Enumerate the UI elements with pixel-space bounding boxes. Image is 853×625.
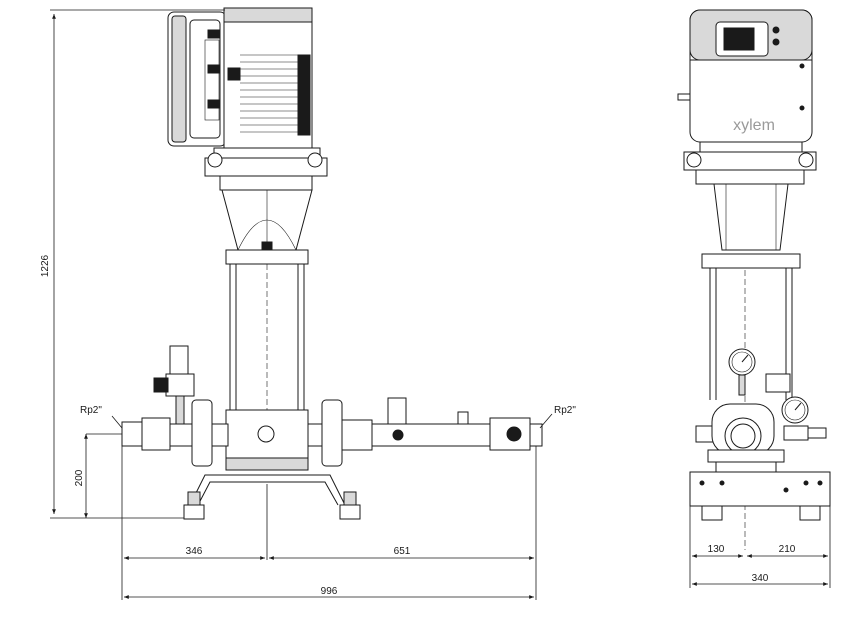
dim-left-length: 346 — [186, 546, 203, 557]
front-view: xylem — [677, 9, 831, 588]
dim-total-length: 996 — [321, 586, 338, 597]
front-lantern — [683, 141, 817, 269]
motor-lantern — [204, 147, 328, 265]
front-drive: xylem — [677, 9, 813, 143]
dim-base-right: 210 — [779, 544, 796, 555]
side-dimensions — [50, 9, 553, 600]
discharge-pipe — [307, 397, 543, 467]
front-gauges — [695, 348, 827, 443]
pump-stack — [225, 263, 309, 471]
dim-inlet-height: 200 — [74, 469, 85, 486]
side-view: 1226 200 346 651 996 Rp2" Rp2" — [40, 7, 576, 600]
front-volute — [707, 403, 785, 473]
front-base — [689, 471, 831, 521]
dim-right-length: 651 — [394, 546, 411, 557]
dim-base-left: 130 — [708, 544, 725, 555]
suction-pipe — [121, 345, 229, 467]
brand-logo: xylem — [733, 117, 775, 134]
dim-total-height: 1226 — [40, 254, 51, 277]
motor-drive — [167, 7, 313, 149]
outlet-connection-label: Rp2" — [554, 405, 576, 416]
base-frame — [183, 474, 361, 520]
dim-base-total: 340 — [752, 573, 769, 584]
front-dimensions — [689, 506, 831, 588]
inlet-connection-label: Rp2" — [80, 405, 102, 416]
